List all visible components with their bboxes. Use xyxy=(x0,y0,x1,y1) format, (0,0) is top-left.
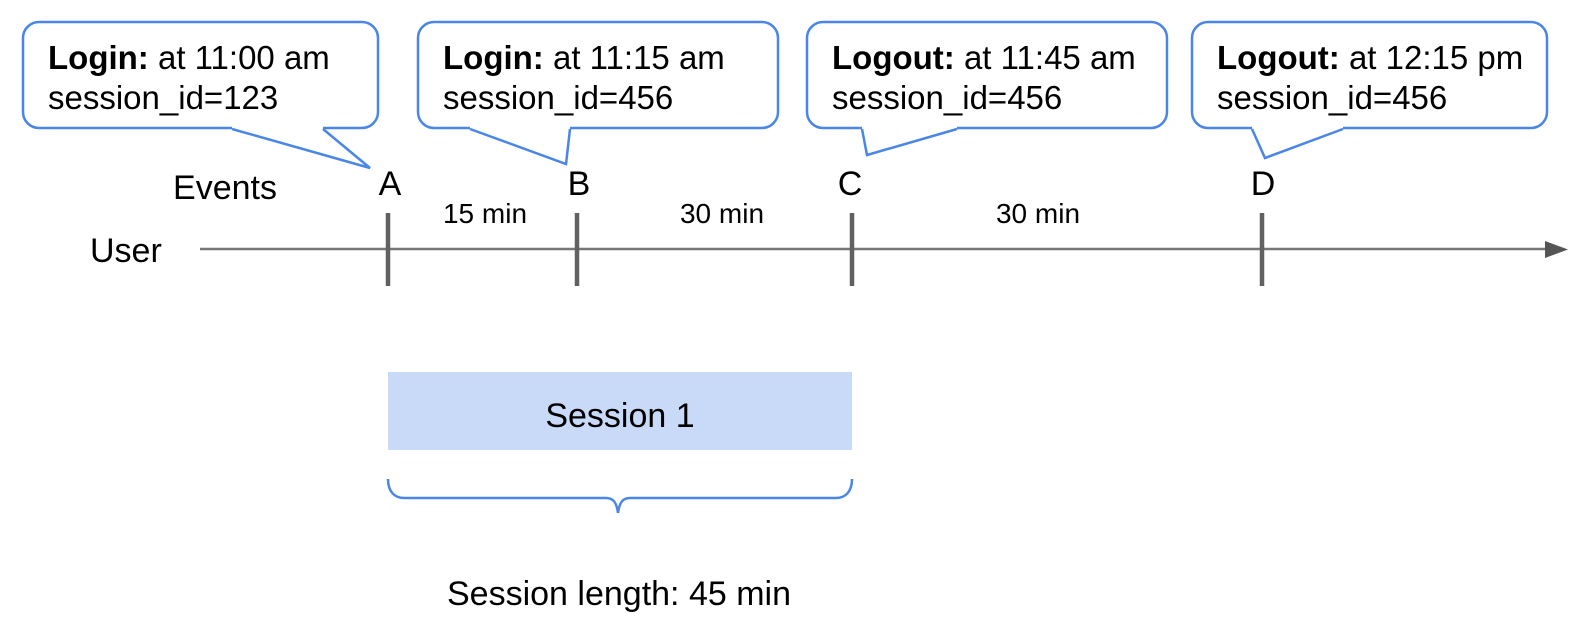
callout-text-d: Logout: at 12:15 pm session_id=456 xyxy=(1217,38,1523,118)
callout-d-line1: Logout: at 12:15 pm xyxy=(1217,38,1523,78)
callout-c-line1: Logout: at 11:45 am xyxy=(832,38,1136,78)
callout-bubble-c xyxy=(805,20,1169,130)
user-row-label: User xyxy=(90,232,162,270)
callout-bubble-d xyxy=(1190,20,1549,130)
marker-label-a: A xyxy=(378,165,402,203)
interval-label-a-b: 15 min xyxy=(442,198,528,229)
callout-c-session-id: session_id=456 xyxy=(832,79,1063,116)
callout-b-time: at 11:15 am xyxy=(543,39,725,76)
session-length-label: Session length: 45 min xyxy=(447,575,791,613)
callout-text-b: Login: at 11:15 am session_id=456 xyxy=(443,38,725,118)
callout-tail-a xyxy=(231,127,371,170)
interval-label-c-d: 30 min xyxy=(995,198,1081,229)
callout-a-line1: Login: at 11:00 am xyxy=(48,38,330,78)
callout-tail-b-fill xyxy=(470,124,570,164)
callout-tail-d-fill xyxy=(1252,124,1343,158)
callout-c-time: at 11:45 am xyxy=(954,39,1136,76)
callout-c-event-type: Logout: xyxy=(832,39,955,76)
callout-tail-d xyxy=(1250,127,1344,160)
callout-tail-c-fill xyxy=(862,124,957,155)
interval-label-b-c: 30 min xyxy=(679,198,765,229)
marker-label-d: D xyxy=(1250,165,1276,203)
callout-text-a: Login: at 11:00 am session_id=123 xyxy=(48,38,330,118)
callout-b-event-type: Login: xyxy=(443,39,544,76)
callout-tail-b xyxy=(469,127,572,166)
callout-d-session-id: session_id=456 xyxy=(1217,79,1448,116)
callout-d-event-type: Logout: xyxy=(1217,39,1340,76)
callout-bubble-a xyxy=(21,20,380,130)
callout-a-event-type: Login: xyxy=(48,39,149,76)
marker-label-b: B xyxy=(567,165,591,203)
callout-tail-c xyxy=(860,127,958,157)
timeline-arrowhead-icon xyxy=(1545,241,1568,258)
callout-bubble-b xyxy=(416,20,780,130)
session-span-rect xyxy=(388,372,852,450)
callout-a-session-id: session_id=123 xyxy=(48,79,279,116)
marker-label-c: C xyxy=(837,165,863,203)
callout-b-session-id: session_id=456 xyxy=(443,79,674,116)
session-length-brace xyxy=(386,478,854,514)
session-box-label: Session 1 xyxy=(545,397,695,435)
callout-d-time: at 12:15 pm xyxy=(1339,39,1524,76)
callout-b-line1: Login: at 11:15 am xyxy=(443,38,725,78)
callout-text-c: Logout: at 11:45 am session_id=456 xyxy=(832,38,1136,118)
events-row-label: Events xyxy=(173,169,277,207)
callout-a-time: at 11:00 am xyxy=(148,39,330,76)
